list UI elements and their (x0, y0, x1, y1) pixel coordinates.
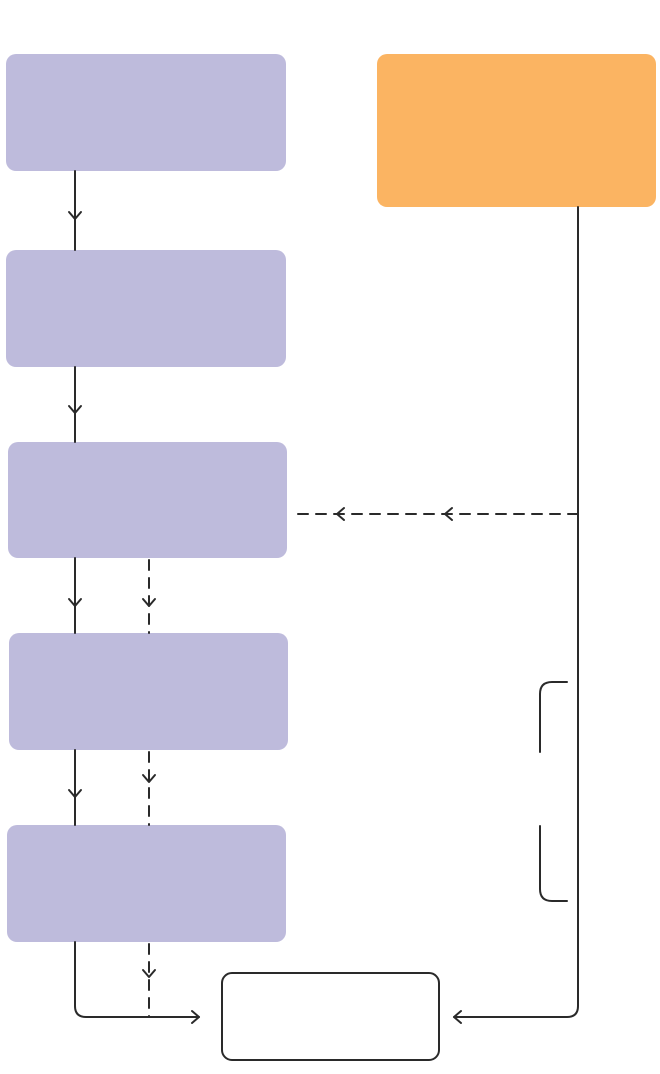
step-1-node (6, 54, 286, 171)
edge-step4-step5-arrowhead (68, 789, 82, 798)
edge-step2-step3-arrowhead (68, 405, 82, 414)
edge-step3-step4-dashed-arrowhead (142, 598, 156, 607)
source-box (377, 54, 656, 207)
brace-bottom (539, 825, 568, 902)
step-1-box (6, 54, 286, 171)
step-4-box (9, 633, 288, 750)
step-5-box (7, 825, 286, 942)
edge-step5-output-line (74, 941, 200, 1018)
edge-source-step3-arrowhead-2 (336, 507, 345, 521)
edge-step5-output-dashed-arrowhead (142, 969, 156, 978)
edge-source-step3-arrowhead-1 (444, 507, 453, 521)
edge-step5-output-arrowhead (191, 1010, 200, 1024)
edge-step4-step5-dashed-arrowhead (142, 774, 156, 783)
source-node (377, 54, 656, 207)
output-box (221, 972, 440, 1061)
edge-step3-step4-arrowhead (68, 598, 82, 607)
step-4-node (9, 633, 288, 750)
edge-step1-step2-arrowhead (68, 211, 82, 220)
edge-source-output-line (453, 206, 579, 1018)
step-5-node (7, 825, 286, 942)
step-3-node (8, 442, 287, 558)
step-3-box (8, 442, 287, 558)
output-node (221, 972, 440, 1061)
step-2-box (6, 250, 286, 367)
edge-source-output-arrowhead (453, 1010, 462, 1024)
brace-top (539, 681, 568, 753)
step-2-node (6, 250, 286, 367)
